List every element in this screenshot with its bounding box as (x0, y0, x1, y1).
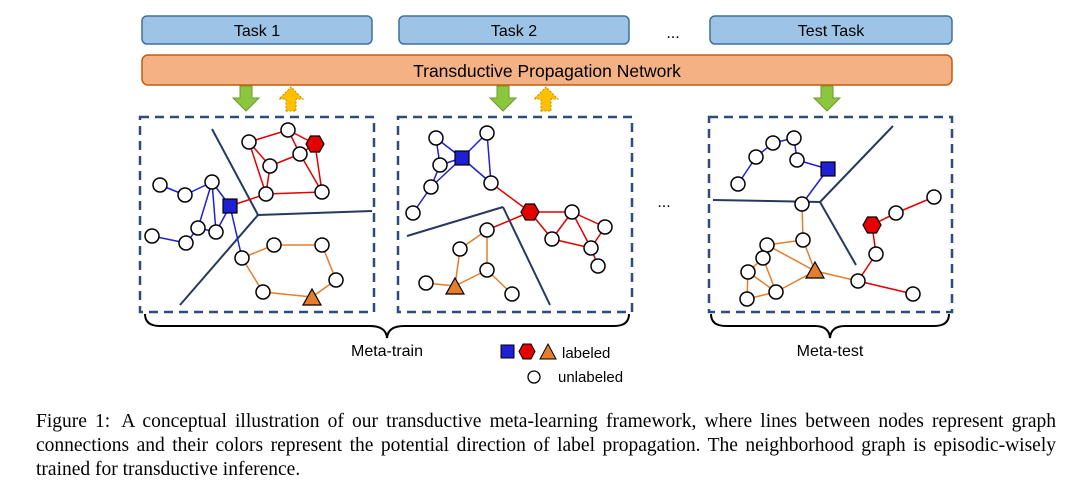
figure-diagram: Task 1 Task 2 ... Test Task Transductive… (138, 15, 954, 386)
caption-text: A conceptual illustration of our transdu… (36, 411, 1056, 480)
labeled-square-node (454, 150, 470, 166)
labeled-hexagon-node (520, 203, 540, 221)
legend-labeled-text: labeled (562, 345, 610, 362)
unlabeled-nodes (405, 125, 613, 302)
meta-train-label: Meta-train (351, 343, 423, 360)
meta-test-brace (710, 313, 950, 339)
labeled-hexagon-node (862, 216, 882, 234)
graph-panel-test-task (707, 115, 954, 314)
graph-panel-task-2 (396, 115, 634, 314)
legend-triangle-icon (539, 342, 557, 360)
labeled-hexagon-node (305, 135, 325, 153)
task-ellipsis: ... (666, 25, 679, 42)
legend-hexagon-icon (518, 343, 536, 360)
edges-blue (151, 181, 243, 259)
arrow-up-1 (277, 86, 305, 112)
figure-caption: Figure 1: A conceptual illustration of o… (36, 410, 1056, 482)
task-1-label: Task 1 (234, 23, 280, 40)
graph-panel-task-1 (138, 115, 376, 314)
arrow-down-1 (231, 85, 261, 112)
labeled-triangle-node (804, 260, 826, 279)
network-label: Transductive Propagation Network (413, 61, 681, 81)
labeled-triangle-node (444, 276, 466, 295)
legend: labeled unlabeled (500, 342, 623, 386)
arrow-down-2 (488, 85, 518, 112)
task-2-label: Task 2 (491, 23, 537, 40)
caption-label: Figure 1: (36, 411, 111, 432)
arrows (231, 85, 842, 112)
edges-blue (412, 132, 492, 214)
edges-blue (737, 137, 829, 205)
edges-orange (425, 229, 513, 295)
network-bar: Transductive Propagation Network (141, 54, 953, 86)
task-box-test: Test Task (709, 15, 953, 45)
test-task-label: Test Task (798, 23, 865, 40)
partition-lines (406, 206, 551, 306)
task-box-1: Task 1 (141, 15, 373, 45)
legend-circle-icon (527, 370, 541, 384)
legend-unlabeled-text: unlabeled (558, 369, 623, 386)
meta-train-brace (144, 313, 630, 339)
partition-lines (179, 128, 373, 306)
unlabeled-nodes (730, 130, 942, 307)
legend-square-icon (500, 344, 515, 359)
labeled-square-node (820, 161, 836, 177)
arrow-up-2 (532, 86, 560, 112)
labeled-square-node (222, 198, 238, 214)
arrow-down-test (812, 85, 842, 112)
unlabeled-nodes (144, 122, 344, 300)
meta-test-label: Meta-test (797, 343, 864, 360)
panel-ellipsis: ... (657, 194, 670, 211)
task-box-2: Task 2 (398, 15, 630, 45)
labeled-triangle-node (301, 287, 323, 306)
